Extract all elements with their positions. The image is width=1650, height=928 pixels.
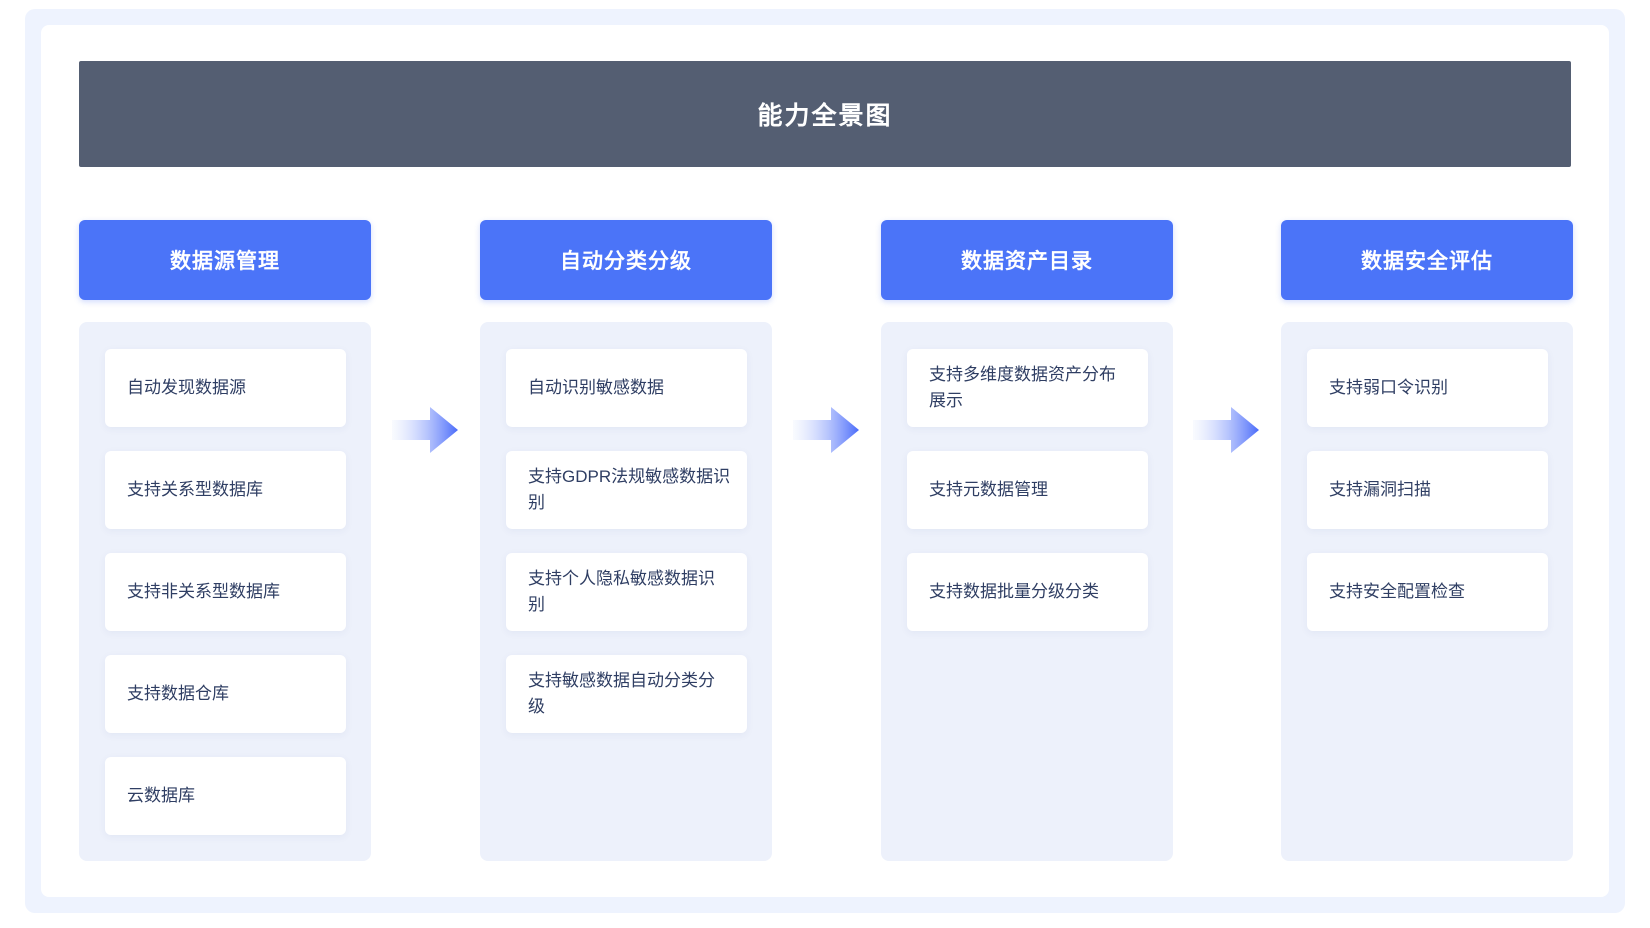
right-arrow-icon [1193, 407, 1259, 453]
column-panel: 支持弱口令识别 支持漏洞扫描 支持安全配置检查 [1281, 322, 1573, 861]
diagram-panel: 能力全景图 数据源管理 自动发现数据源 支持关系型数据库 支持非关系型数据库 支… [41, 25, 1609, 897]
feature-card: 支持漏洞扫描 [1307, 451, 1548, 529]
feature-card-label: 支持敏感数据自动分类分级 [528, 671, 715, 716]
feature-card-label: 自动识别敏感数据 [528, 378, 664, 397]
column-panel: 自动发现数据源 支持关系型数据库 支持非关系型数据库 支持数据仓库 云数据库 [79, 322, 371, 861]
diagram-background-frame: 能力全景图 数据源管理 自动发现数据源 支持关系型数据库 支持非关系型数据库 支… [25, 9, 1625, 913]
feature-card-label: 支持个人隐私敏感数据识别 [528, 569, 715, 614]
diagram-title: 能力全景图 [757, 102, 893, 130]
column-header: 数据源管理 [79, 220, 371, 300]
column-header: 数据资产目录 [881, 220, 1173, 300]
feature-card: 自动发现数据源 [105, 349, 346, 427]
feature-card-label: 支持数据批量分级分类 [929, 582, 1099, 601]
feature-card-label: 支持多维度数据资产分布展示 [929, 365, 1116, 410]
column-title: 自动分类分级 [560, 250, 692, 273]
column-title: 数据安全评估 [1361, 250, 1493, 273]
feature-card-label: 支持数据仓库 [127, 684, 229, 703]
column-title: 数据资产目录 [961, 250, 1093, 273]
column-header: 自动分类分级 [480, 220, 772, 300]
feature-card-label: 支持元数据管理 [929, 480, 1048, 499]
feature-card: 支持数据批量分级分类 [907, 553, 1148, 631]
feature-card: 支持敏感数据自动分类分级 [506, 655, 747, 733]
feature-card-label: 自动发现数据源 [127, 378, 246, 397]
feature-card: 支持GDPR法规敏感数据识别 [506, 451, 747, 529]
feature-card-label: 支持漏洞扫描 [1329, 480, 1431, 499]
feature-card: 自动识别敏感数据 [506, 349, 747, 427]
feature-card: 支持非关系型数据库 [105, 553, 346, 631]
column-header: 数据安全评估 [1281, 220, 1573, 300]
feature-card-label: 支持非关系型数据库 [127, 582, 280, 601]
right-arrow-icon [793, 407, 859, 453]
feature-card: 支持弱口令识别 [1307, 349, 1548, 427]
right-arrow-icon [392, 407, 458, 453]
feature-card-label: 支持关系型数据库 [127, 480, 263, 499]
column-panel: 支持多维度数据资产分布展示 支持元数据管理 支持数据批量分级分类 [881, 322, 1173, 861]
feature-card: 支持安全配置检查 [1307, 553, 1548, 631]
feature-card: 支持关系型数据库 [105, 451, 346, 529]
feature-card-label: 支持弱口令识别 [1329, 378, 1448, 397]
column-panel: 自动识别敏感数据 支持GDPR法规敏感数据识别 支持个人隐私敏感数据识别 支持敏… [480, 322, 772, 861]
feature-card: 支持数据仓库 [105, 655, 346, 733]
feature-card-label: 云数据库 [127, 786, 195, 805]
feature-card: 支持元数据管理 [907, 451, 1148, 529]
feature-card-label: 支持安全配置检查 [1329, 582, 1465, 601]
diagram-title-bar: 能力全景图 [79, 61, 1571, 167]
column-title: 数据源管理 [170, 250, 280, 273]
feature-card: 支持多维度数据资产分布展示 [907, 349, 1148, 427]
feature-card: 支持个人隐私敏感数据识别 [506, 553, 747, 631]
feature-card-label: 支持GDPR法规敏感数据识别 [528, 467, 731, 512]
feature-card: 云数据库 [105, 757, 346, 835]
